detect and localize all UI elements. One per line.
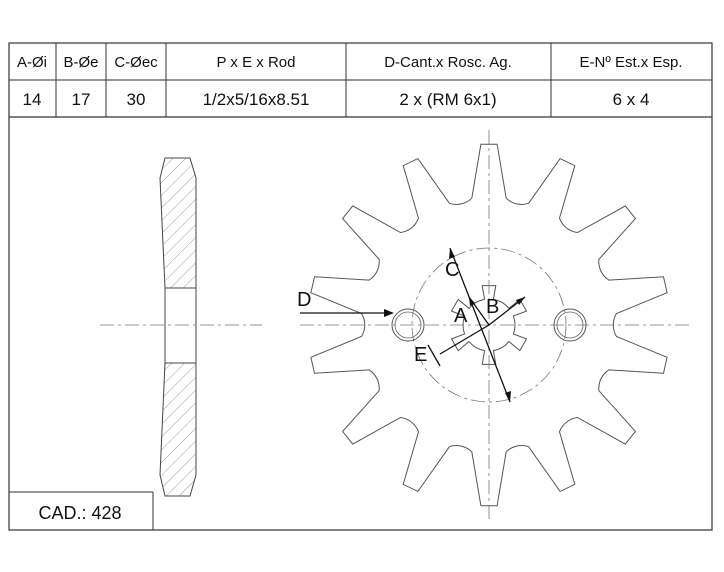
value-e: 6 x 4 — [613, 90, 650, 109]
side-view-upper-section — [159, 157, 197, 289]
cad-box: CAD.: 428 — [9, 491, 154, 530]
side-view-lower-section — [159, 362, 197, 497]
header-c: C-Øec — [114, 54, 158, 71]
sprocket-outline — [310, 143, 668, 507]
label-c: C — [445, 259, 459, 281]
front-view: C A B D E — [297, 130, 690, 520]
value-pitch: 1/2x5/16x8.51 — [203, 90, 310, 109]
header-a: A-Øi — [17, 54, 47, 71]
cad-number: CAD.: 428 — [38, 503, 121, 523]
dimension-lines — [300, 247, 526, 403]
side-view — [100, 157, 262, 497]
label-b: B — [486, 296, 499, 318]
drawing-frame — [8, 42, 713, 531]
spline-bore — [450, 285, 528, 365]
side-view-bore — [164, 287, 197, 364]
label-d: D — [297, 289, 311, 311]
value-c: 30 — [127, 90, 146, 109]
label-e: E — [414, 344, 427, 366]
value-d: 2 x (RM 6x1) — [399, 90, 496, 109]
header-e: E-Nº Est.x Esp. — [579, 54, 682, 71]
header-d: D-Cant.x Rosc. Ag. — [384, 54, 512, 71]
header-b: B-Øe — [63, 54, 98, 71]
header-pitch: P x E x Rod — [217, 54, 296, 71]
spec-table: A-Øi B-Øe C-Øec P x E x Rod D-Cant.x Ros… — [9, 43, 712, 118]
value-b: 17 — [72, 90, 91, 109]
value-a: 14 — [23, 90, 42, 109]
label-a: A — [454, 305, 468, 327]
